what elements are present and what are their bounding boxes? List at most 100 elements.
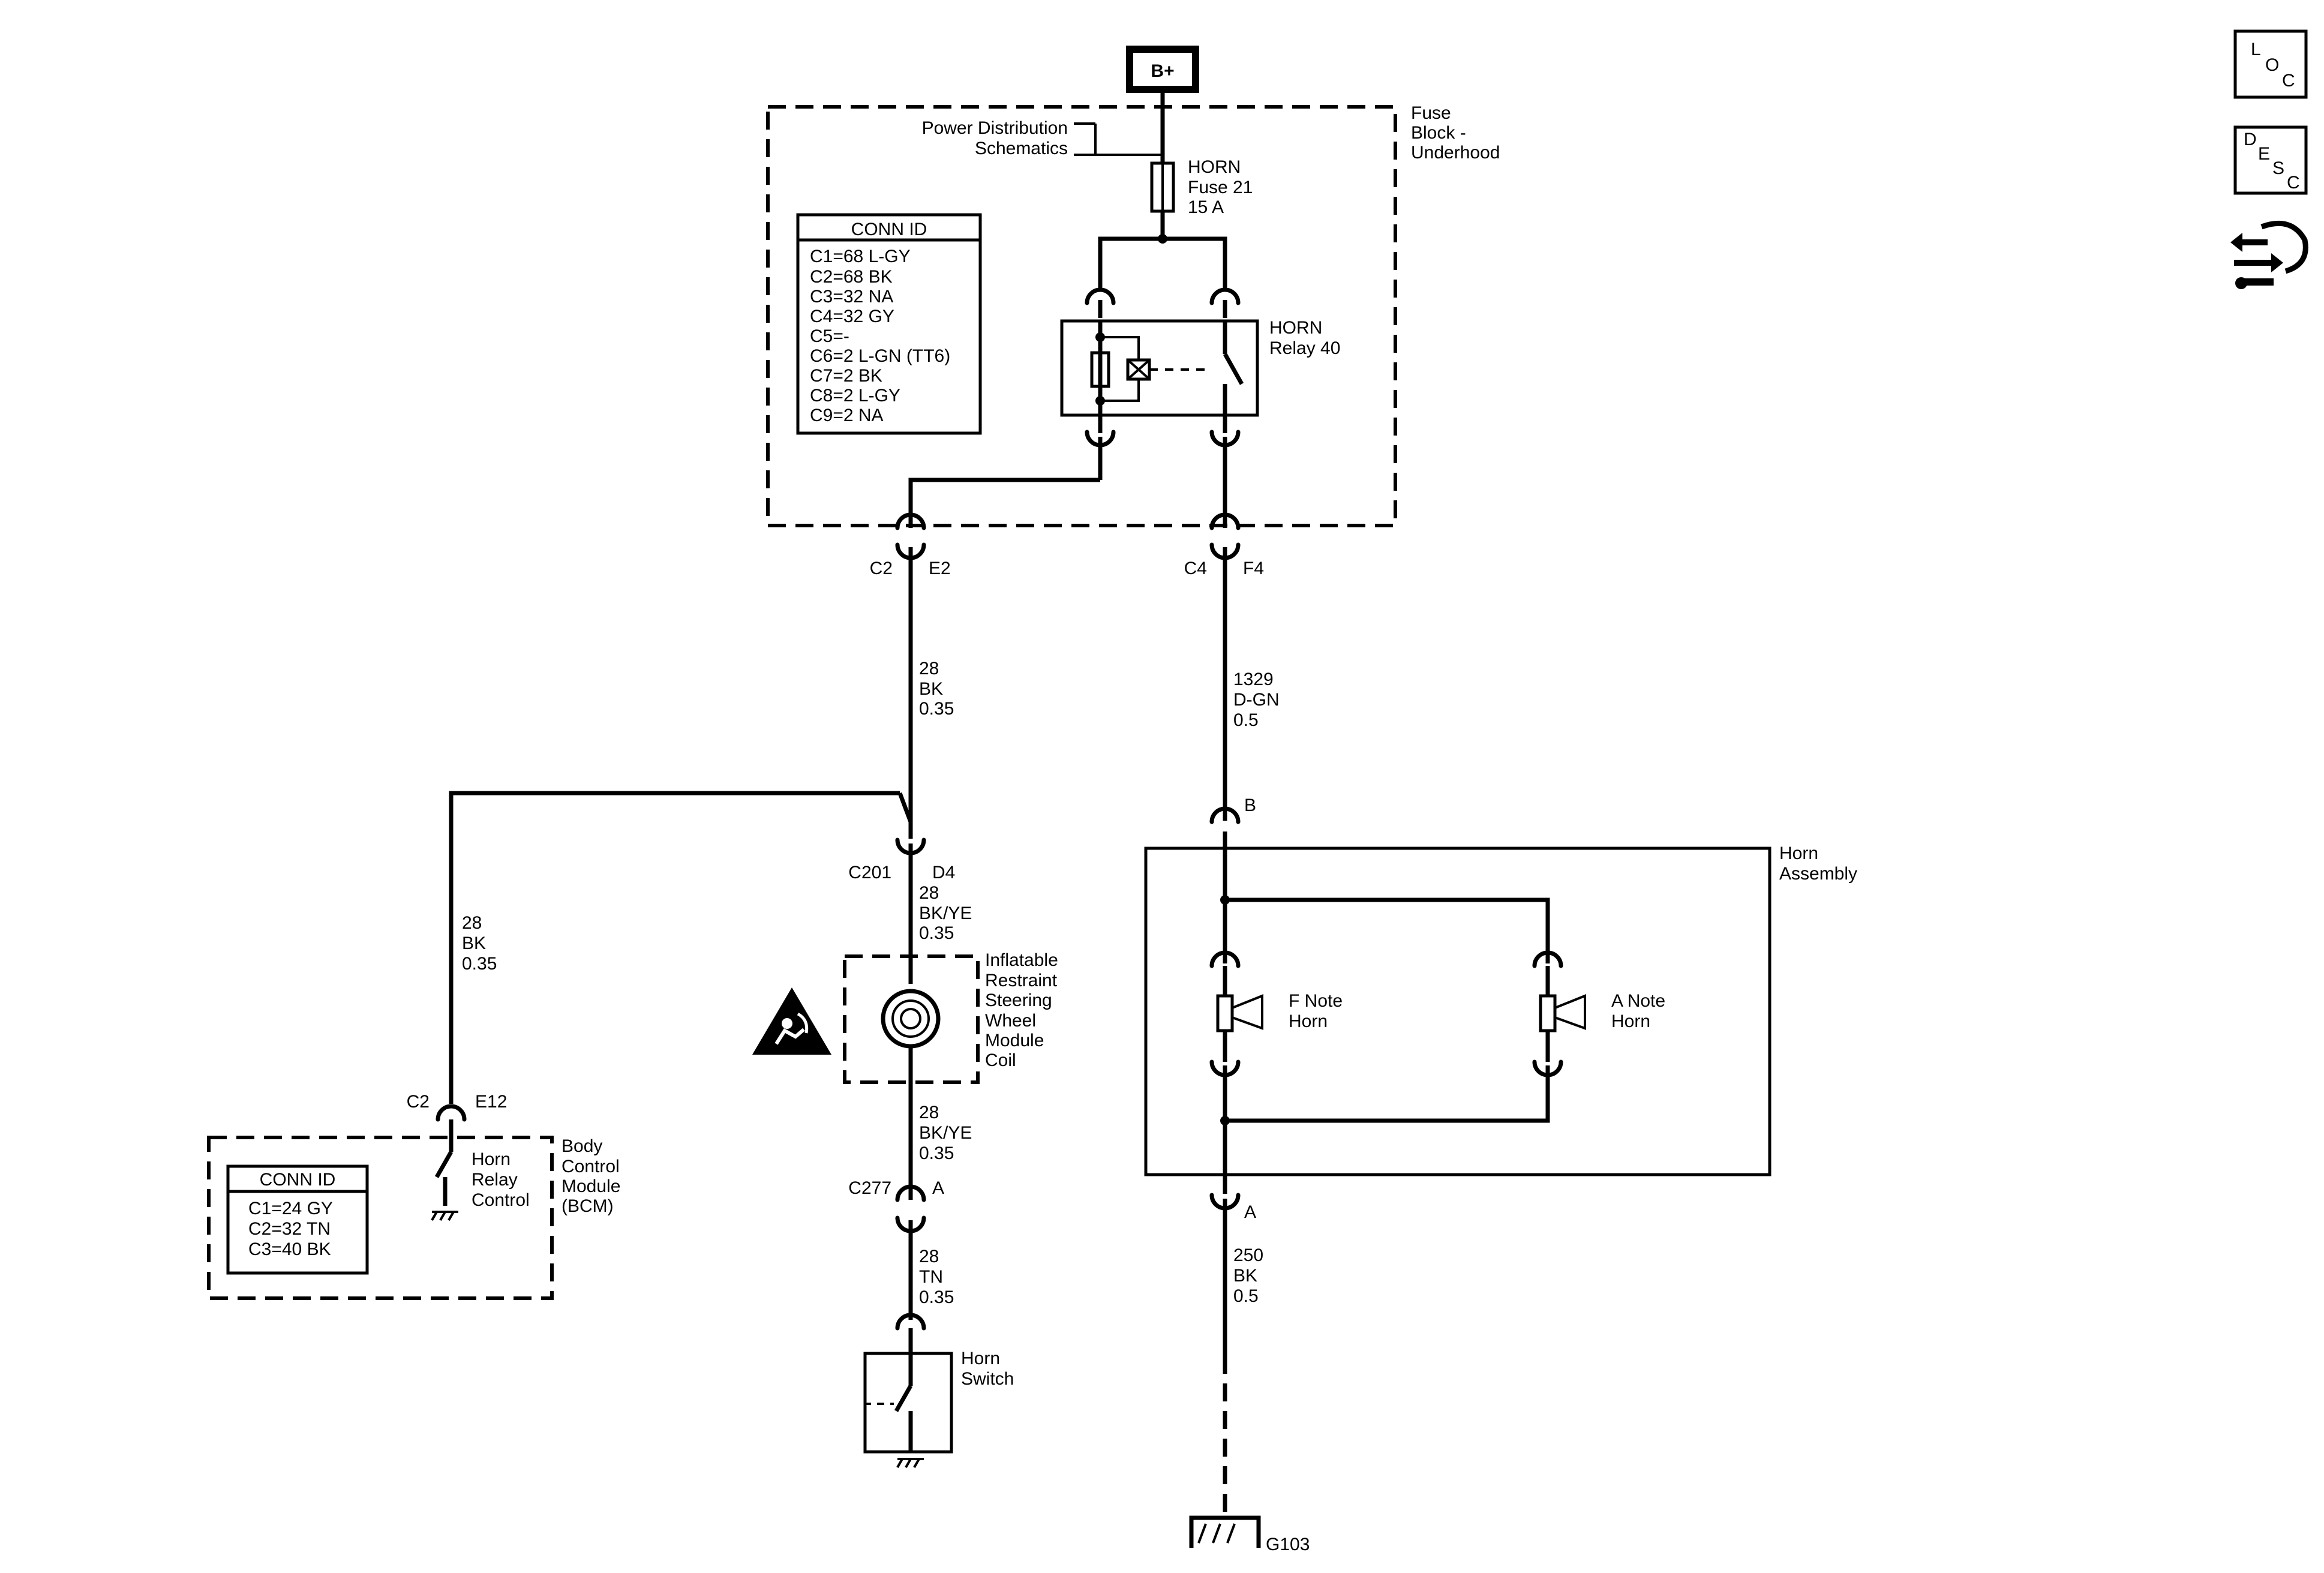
svg-text:C2: C2 (407, 1092, 430, 1112)
svg-text:28: 28 (919, 1247, 939, 1266)
wire-label-1329-d-gn: 1329 D-GN 0.5 (1233, 670, 1280, 730)
svg-text:28: 28 (919, 883, 939, 903)
svg-text:Fuse 21: Fuse 21 (1188, 178, 1253, 197)
svg-text:Body: Body (562, 1136, 602, 1156)
svg-text:CONN ID: CONN ID (260, 1170, 336, 1190)
svg-text:BK: BK (1233, 1266, 1257, 1286)
svg-text:C2=32 TN: C2=32 TN (248, 1219, 331, 1239)
svg-text:A Note: A Note (1611, 991, 1665, 1011)
svg-text:G103: G103 (1266, 1535, 1310, 1554)
svg-text:Relay 40: Relay 40 (1269, 338, 1340, 358)
svg-text:E: E (2258, 144, 2270, 164)
svg-text:Horn: Horn (1289, 1011, 1328, 1031)
svg-text:C277: C277 (848, 1178, 891, 1198)
connector-c277-a: C277 A (848, 1178, 944, 1233)
svg-text:L: L (2251, 40, 2261, 59)
svg-text:S: S (2272, 158, 2284, 178)
svg-text:Fuse: Fuse (1411, 103, 1451, 123)
wire-label-250-bk: 250 BK 0.5 (1233, 1245, 1263, 1306)
svg-text:BK/YE: BK/YE (919, 1123, 972, 1143)
svg-text:Steering: Steering (985, 990, 1052, 1010)
svg-text:O: O (2265, 55, 2279, 75)
svg-text:E2: E2 (929, 559, 951, 578)
svg-text:Assembly: Assembly (1779, 864, 1857, 884)
svg-text:0.5: 0.5 (1233, 710, 1259, 730)
ground-g103: G103 (1189, 1515, 1310, 1554)
svg-text:0.35: 0.35 (919, 1287, 954, 1307)
svg-text:Module: Module (562, 1176, 620, 1196)
svg-text:C1=24 GY: C1=24 GY (248, 1199, 333, 1218)
fuse-block-boundary (766, 105, 1397, 527)
diagnostic-tool-icon[interactable] (2230, 220, 2308, 289)
horn-relay-40: HORN Relay 40 (1060, 318, 1340, 417)
svg-text:Horn: Horn (472, 1149, 511, 1169)
svg-text:28: 28 (919, 1103, 939, 1122)
connector-horn-b: B (1209, 795, 1256, 824)
svg-text:(BCM): (BCM) (562, 1196, 614, 1216)
svg-text:Horn: Horn (1611, 1011, 1650, 1031)
svg-text:C1=68 L-GY: C1=68 L-GY (810, 247, 911, 266)
svg-text:1329: 1329 (1233, 670, 1274, 689)
wire-label-28-bkye-1: 28 BK/YE 0.35 (919, 883, 972, 943)
bcm-title: Body Control Module (BCM) (562, 1136, 620, 1216)
connector-bcm-c2-e12: C2 E12 (407, 1092, 507, 1122)
svg-text:Relay: Relay (472, 1170, 518, 1190)
svg-text:0.35: 0.35 (462, 954, 497, 974)
svg-text:F4: F4 (1243, 559, 1264, 578)
svg-text:F Note: F Note (1289, 991, 1343, 1011)
svg-text:Power Distribution: Power Distribution (922, 118, 1068, 138)
svg-text:C4: C4 (1184, 559, 1207, 578)
inflatable-restraint-coil: Inflatable Restraint Steering Wheel Modu… (843, 950, 1058, 1084)
svg-text:C201: C201 (848, 863, 891, 882)
fuse-block-conn-id-table: CONN ID C1=68 L-GY C2=68 BK C3=32 NA C4=… (796, 213, 982, 435)
fuse-block-title: Fuse Block - Underhood (1411, 103, 1500, 163)
power-distribution-reference: Power Distribution Schematics (922, 118, 1163, 158)
airbag-warning-icon (752, 987, 831, 1055)
svg-text:C9=2 NA: C9=2 NA (810, 406, 884, 425)
svg-text:Schematics: Schematics (975, 139, 1068, 158)
svg-text:28: 28 (462, 913, 482, 933)
svg-text:0.5: 0.5 (1233, 1286, 1259, 1306)
svg-text:A: A (932, 1178, 944, 1198)
svg-text:HORN: HORN (1188, 157, 1241, 177)
svg-text:C: C (2282, 71, 2295, 91)
svg-text:250: 250 (1233, 1245, 1263, 1265)
svg-text:Inflatable: Inflatable (985, 950, 1058, 970)
svg-text:C6=2 L-GN (TT6): C6=2 L-GN (TT6) (810, 346, 950, 366)
svg-text:C8=2 L-GY: C8=2 L-GY (810, 386, 900, 406)
wire-label-28-bk-left: 28 BK 0.35 (462, 913, 497, 974)
bcm-boundary (207, 1136, 554, 1300)
wire-label-28-bkye-2: 28 BK/YE 0.35 (919, 1103, 972, 1163)
svg-text:Block -: Block - (1411, 123, 1466, 143)
svg-text:Control: Control (472, 1190, 530, 1210)
loc-icon[interactable]: L O C (2233, 29, 2308, 99)
svg-text:C2: C2 (870, 559, 893, 578)
svg-text:BK: BK (919, 679, 943, 699)
svg-text:C3=40 BK: C3=40 BK (248, 1239, 331, 1259)
svg-text:Switch: Switch (961, 1369, 1014, 1389)
bcm-horn-relay-control: Horn Relay Control (431, 1119, 530, 1221)
horn-switch: Horn Switch (863, 1313, 1014, 1468)
svg-text:D-GN: D-GN (1233, 690, 1280, 710)
svg-text:C: C (2287, 173, 2300, 193)
wire-label-28-tn: 28 TN 0.35 (919, 1247, 954, 1307)
svg-text:Coil: Coil (985, 1050, 1016, 1070)
svg-text:BK/YE: BK/YE (919, 903, 972, 923)
svg-text:0.35: 0.35 (919, 923, 954, 943)
horn-assembly-boundary (1144, 846, 1771, 1176)
svg-text:0.35: 0.35 (919, 699, 954, 719)
svg-text:B: B (1244, 795, 1256, 815)
svg-text:CONN ID: CONN ID (851, 220, 927, 239)
horn-fuse-21: HORN Fuse 21 15 A (1150, 157, 1253, 217)
svg-text:E12: E12 (475, 1092, 507, 1112)
svg-text:D: D (2244, 130, 2257, 149)
horn-assembly-title: Horn Assembly (1779, 843, 1857, 884)
svg-text:D4: D4 (932, 863, 955, 882)
desc-icon[interactable]: D E S C (2233, 125, 2308, 195)
svg-text:Wheel: Wheel (985, 1011, 1036, 1031)
bcm-conn-id-table: CONN ID C1=24 GY C2=32 TN C3=40 BK (226, 1164, 369, 1275)
a-note-horn: A Note Horn (1532, 950, 1665, 1077)
connector-c201-d4: C201 D4 (848, 837, 955, 882)
svg-text:A: A (1244, 1202, 1256, 1222)
